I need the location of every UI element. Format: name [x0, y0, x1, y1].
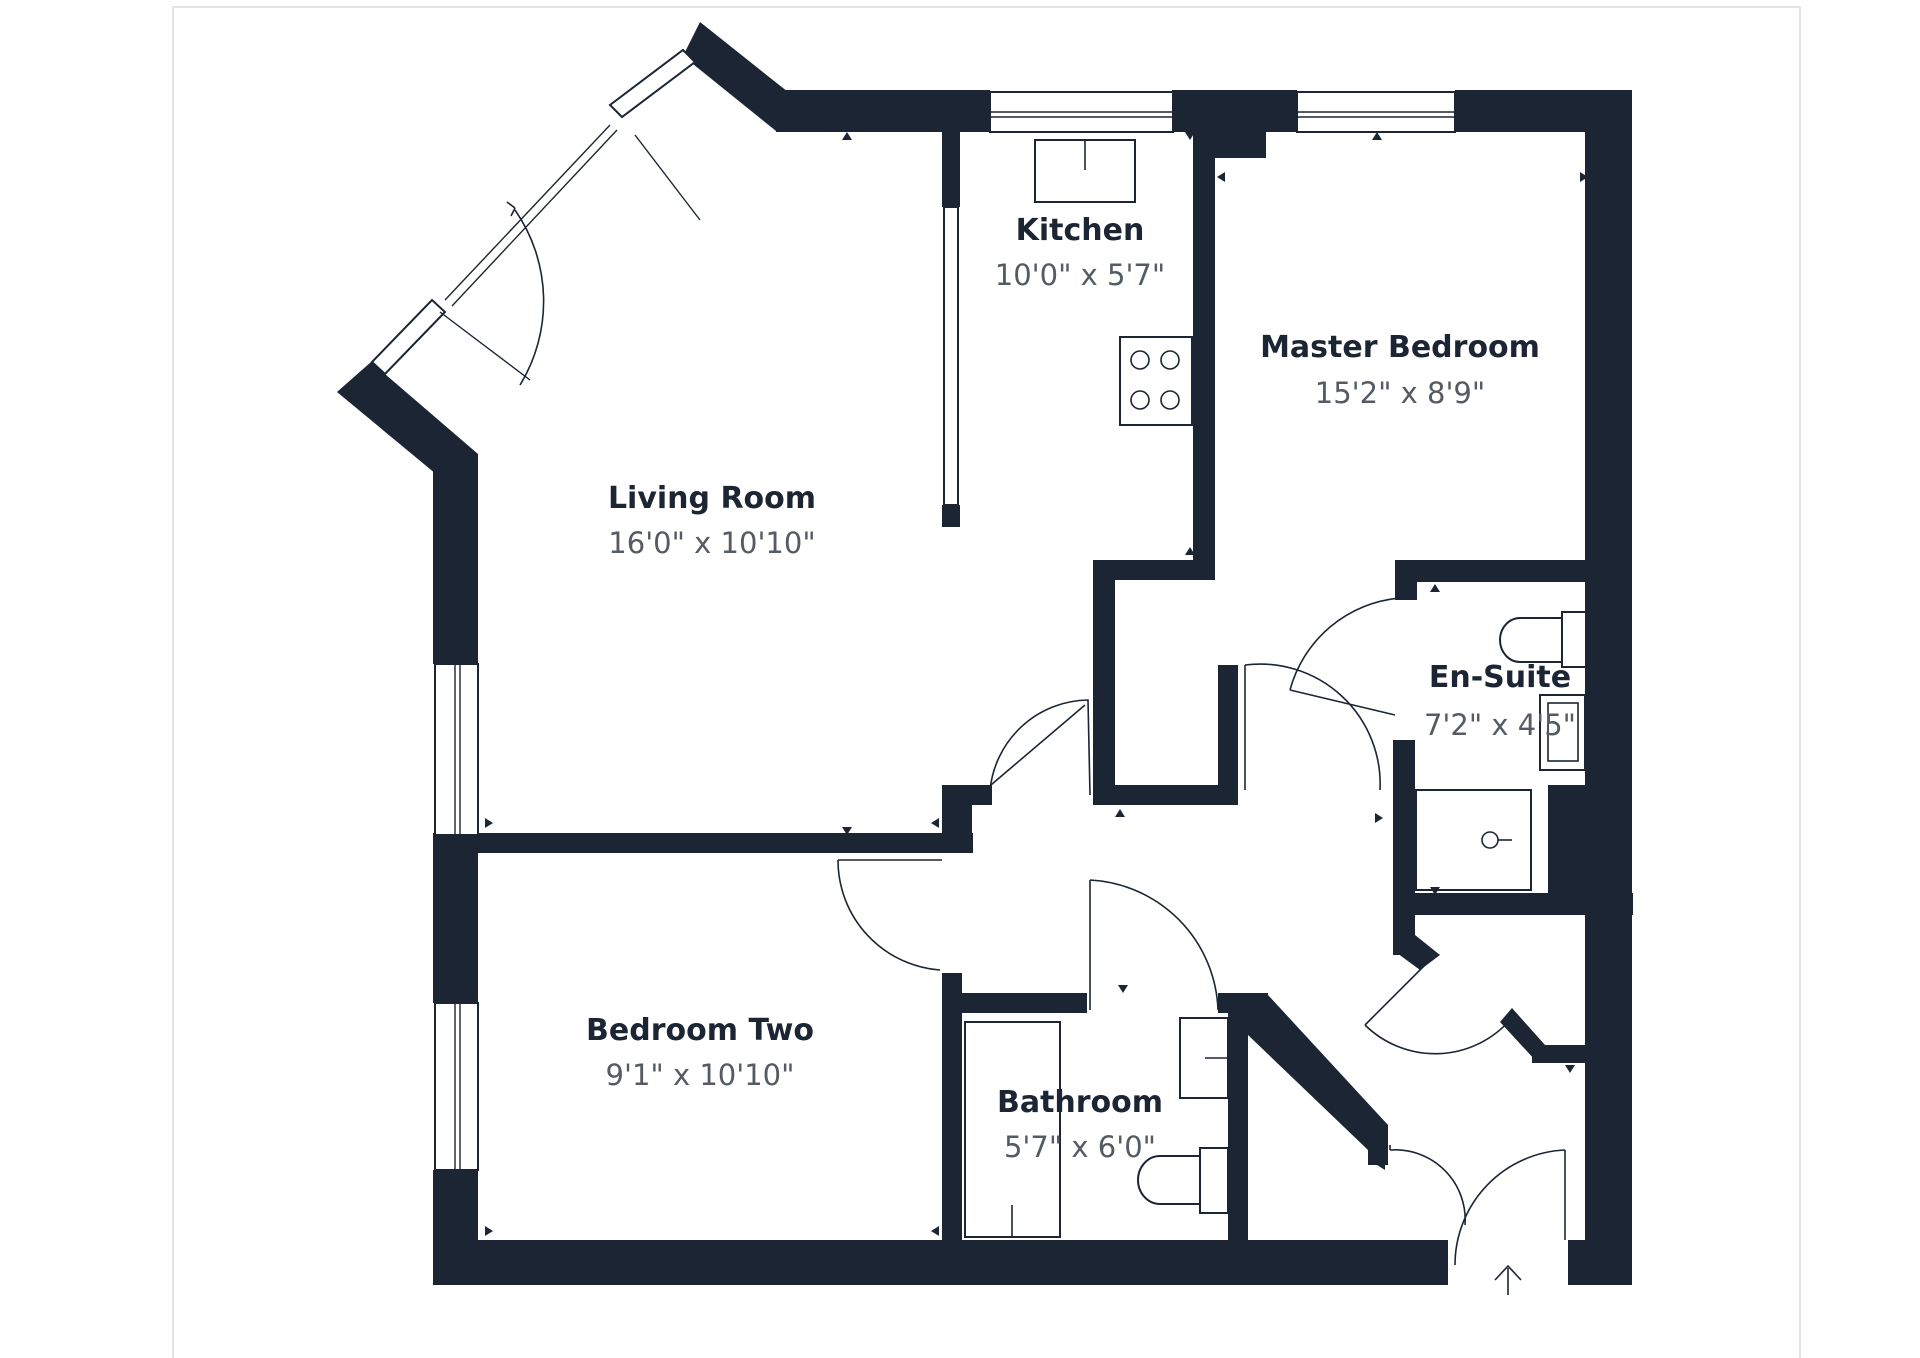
wall-hall-box-bottom — [1093, 785, 1238, 805]
wall-ensuite-shower-right — [1548, 785, 1588, 915]
wall-cupboard-bottom — [1532, 1045, 1588, 1063]
wall-top-living — [776, 90, 990, 132]
room-name: Living Room — [608, 481, 816, 516]
door-swing-icon — [1454, 1149, 1566, 1266]
room-name: Kitchen — [1016, 213, 1145, 248]
wall-bay-lower — [337, 362, 478, 474]
wall-bottom-right — [1568, 1240, 1632, 1285]
window-icon — [370, 48, 701, 381]
entrance-arrow-icon — [1494, 1264, 1522, 1295]
wall-ensuite-left — [1393, 740, 1415, 918]
wall-ensuite-top — [1395, 560, 1595, 582]
sink-icon — [1179, 1017, 1229, 1099]
room-name: Master Bedroom — [1260, 330, 1540, 365]
wall-right-outer — [1585, 90, 1632, 1285]
room-dimensions: 15'2" x 8'9" — [1315, 376, 1485, 410]
room-dimensions: 9'1" x 10'10" — [606, 1058, 795, 1092]
wall-living-bed2 — [433, 833, 973, 853]
wall-living-stub2 — [942, 785, 992, 805]
room-dimensions: 10'0" x 5'7" — [995, 258, 1165, 292]
door-swing-icon — [514, 209, 545, 386]
door-swing-icon — [1389, 1145, 1466, 1226]
room-label-master-bedroom: Master Bedroom 15'2" x 8'9" — [1260, 330, 1540, 410]
sink-icon — [1034, 139, 1136, 203]
room-label-bathroom: Bathroom 5'7" x 6'0" — [997, 1085, 1163, 1164]
sink-icon — [1539, 694, 1586, 771]
wall-hall-box-top — [1093, 560, 1215, 580]
toilet-icon — [1137, 1147, 1229, 1214]
shower-tray-icon — [1415, 789, 1532, 891]
room-label-bedroom-two: Bedroom Two 9'1" x 10'10" — [586, 1013, 814, 1092]
toilet-icon — [1499, 611, 1587, 668]
bathtub-icon — [964, 1021, 1061, 1238]
door-swing-icon — [837, 859, 942, 971]
wall-hall-diagonal — [1248, 995, 1388, 1162]
room-dimensions: 16'0" x 10'10" — [608, 526, 815, 560]
window-icon — [1296, 91, 1456, 133]
wall-ensuite-top-step — [1395, 560, 1417, 600]
room-dimensions: 7'2" x 4'5" — [1424, 708, 1576, 742]
wall-hall-diag-base — [1368, 1125, 1388, 1165]
wall-top-step — [1210, 90, 1266, 158]
door-swing-icon — [1364, 954, 1511, 1055]
door-swing-icon — [506, 201, 516, 217]
room-name: En-Suite — [1429, 660, 1571, 695]
door-swing-icon — [989, 699, 1091, 796]
wall-bath-top — [942, 993, 1087, 1013]
walls — [337, 22, 1633, 1285]
room-label-en-suite: En-Suite 7'2" x 4'5" — [1424, 660, 1576, 742]
wall-kitchen-master — [1193, 132, 1215, 577]
wall-bottom — [433, 1240, 1448, 1285]
wall-bath-right — [1228, 993, 1248, 1243]
wall-hall-box-left — [1093, 560, 1115, 805]
room-label-kitchen: Kitchen 10'0" x 5'7" — [995, 213, 1165, 292]
window-icon — [943, 206, 959, 506]
window-icon — [434, 1002, 479, 1171]
wall-left-mid — [433, 835, 478, 1003]
wall-kitchen-stub — [942, 132, 960, 207]
window-icon — [989, 91, 1174, 133]
dimension-ticks — [485, 132, 1588, 1236]
wall-left-upper — [433, 454, 478, 664]
room-name: Bathroom — [997, 1085, 1163, 1120]
room-name: Bedroom Two — [586, 1013, 814, 1048]
windows — [370, 48, 1456, 1171]
wall-ensuite-bottom — [1393, 893, 1633, 915]
window-icon — [434, 663, 479, 836]
wall-hall-box-right — [1218, 665, 1238, 805]
hob-icon — [1119, 336, 1193, 426]
fixtures — [964, 139, 1587, 1238]
door-swing-icon — [1089, 879, 1219, 1011]
doors — [506, 201, 1566, 1266]
door-swing-icon — [1289, 597, 1401, 716]
room-dimensions: 5'7" x 6'0" — [1004, 1130, 1156, 1164]
wall-bath-left — [942, 973, 962, 1243]
page-border — [172, 6, 1801, 1358]
wall-bay-upper — [683, 22, 788, 131]
wall-kitchen-end — [942, 505, 960, 527]
room-label-living-room: Living Room 16'0" x 10'10" — [608, 481, 816, 560]
door-swing-icon — [1244, 663, 1381, 791]
